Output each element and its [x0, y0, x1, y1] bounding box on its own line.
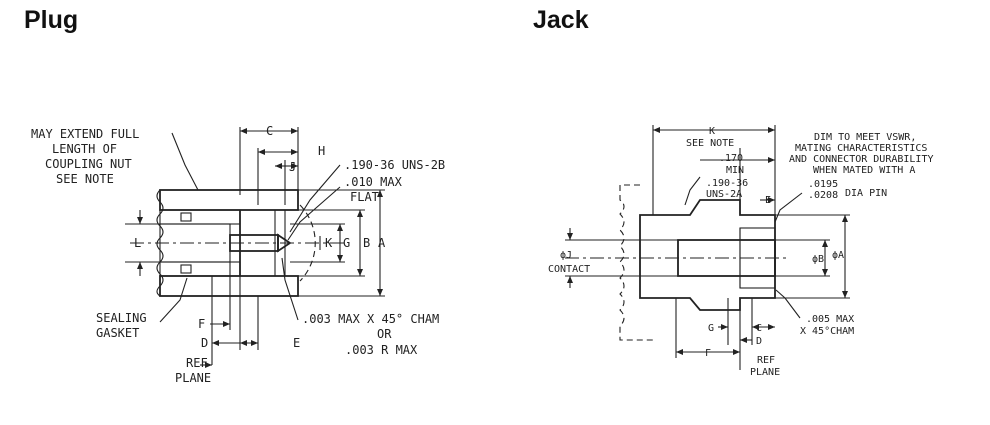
jack-see-note: SEE NOTE: [686, 138, 734, 149]
jack-dim-f: F: [705, 348, 711, 359]
jack-k: K: [709, 126, 715, 137]
jack-cham-1: .005 MAX: [806, 314, 854, 325]
jack-dia-b: ϕB: [812, 254, 824, 265]
plug-flat-2: FLAT: [350, 190, 379, 204]
plug-dim-j: J: [289, 160, 296, 174]
jack-vswr-4: WHEN MATED WITH A: [813, 165, 915, 176]
jack-thread-2: UNS-2A: [706, 189, 742, 200]
plug-dim-e: E: [293, 336, 300, 350]
plug-title: Plug: [24, 6, 79, 34]
plug-ref-plane-1: REF: [186, 356, 208, 370]
plug-note-extend-3: COUPLING NUT: [45, 157, 132, 171]
plug-dim-b: B: [363, 236, 370, 250]
jack-vswr-3: AND CONNECTOR DURABILITY: [789, 154, 934, 165]
jack-dim-e: E: [765, 195, 771, 206]
plug-ref-plane-2: PLANE: [175, 371, 211, 385]
plug-dim-h: H: [318, 144, 325, 158]
plug-drawing: [125, 127, 385, 368]
jack-dim-d: D: [756, 336, 762, 347]
jack-vswr-1: DIM TO MEET VSWR,: [814, 132, 916, 143]
jack-contact-j: ϕJ: [560, 250, 572, 261]
plug-thread: .190-36 UNS-2B: [344, 158, 445, 172]
jack-dia-a: ϕA: [832, 250, 844, 261]
plug-note-extend-2: LENGTH OF: [52, 142, 117, 156]
plug-labels: MAY EXTEND FULL LENGTH OF COUPLING NUT S…: [31, 124, 445, 385]
plug-cham-3: .003 R MAX: [345, 343, 418, 357]
plug-dim-c: C: [266, 124, 273, 138]
plug-gasket-top: [180, 212, 192, 222]
plug-note-extend-1: MAY EXTEND FULL: [31, 127, 139, 141]
jack-cham-2: X 45°CHAM: [800, 326, 854, 337]
plug-dim-l: L: [134, 236, 141, 250]
jack-mating-outline: [619, 184, 655, 341]
plug-nut-bottom: [159, 275, 299, 297]
jack-thread-1: .190-36: [706, 178, 748, 189]
plug-dim-k: K: [325, 236, 333, 250]
plug-cham-2: OR: [377, 327, 392, 341]
jack-dim-c: C: [756, 323, 762, 334]
plug-gasket-bottom: [180, 264, 192, 274]
jack-dim-g: G: [708, 323, 714, 334]
jack-drawing: [565, 125, 850, 370]
plug-pin-tip: [277, 233, 292, 253]
plug-body-bottom: [159, 261, 241, 277]
plug-cham-1: .003 MAX X 45° CHAM: [302, 312, 439, 326]
jack-ref-2: PLANE: [750, 367, 780, 378]
plug-dim-a: A: [378, 236, 386, 250]
jack-pin-2: .0208: [808, 190, 838, 201]
plug-note-extend-4: SEE NOTE: [56, 172, 114, 186]
jack-labels: K SEE NOTE .170 MIN .190-36 UNS-2A DIM T…: [548, 126, 934, 378]
jack-min: MIN: [726, 165, 744, 176]
jack-170: .170: [719, 153, 743, 164]
plug-dim-f: F: [198, 317, 205, 331]
jack-vswr-2: MATING CHARACTERISTICS: [795, 143, 927, 154]
plug-gasket-2: GASKET: [96, 326, 139, 340]
plug-flat-1: .010 MAX: [344, 175, 403, 189]
jack-pin-1: .0195: [808, 179, 838, 190]
plug-gasket-1: SEALING: [96, 311, 147, 325]
plug-nut-top: [159, 189, 299, 211]
jack-ref-1: REF: [757, 355, 775, 366]
plug-dim-d: D: [201, 336, 208, 350]
jack-title: Jack: [533, 6, 589, 34]
jack-contact-label: CONTACT: [548, 264, 590, 275]
jack-pin-3: DIA PIN: [845, 188, 887, 199]
plug-dim-g: G: [343, 236, 350, 250]
plug-dielectric: [159, 223, 231, 263]
jack-body: [639, 199, 776, 311]
plug-body-top: [159, 209, 241, 225]
